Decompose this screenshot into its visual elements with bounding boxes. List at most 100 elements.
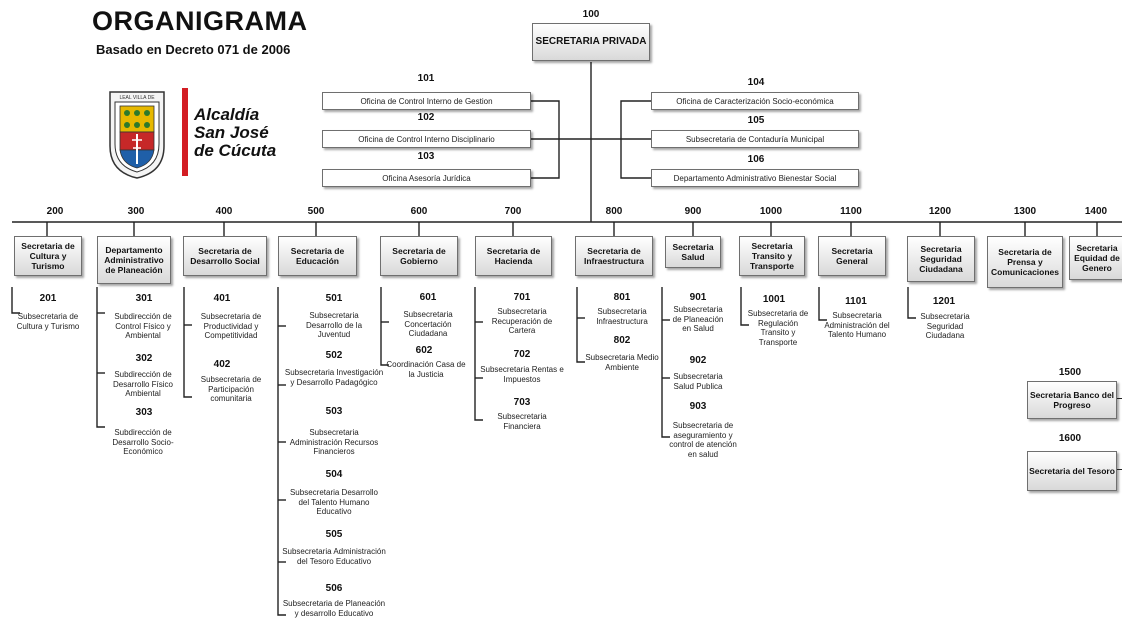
sub-code-701: 701 (513, 292, 531, 303)
office-code-105: 105 (747, 115, 765, 126)
root-box-secretaria-privada: SECRETARIA PRIVADA (532, 23, 650, 61)
sub-name-702: Subsecretaria Rentas e Impuestos (480, 365, 564, 384)
dept-code-1400: 1400 (1084, 206, 1108, 217)
sub-name-802: Subsecretaria Medio Ambiente (585, 353, 659, 372)
sub-code-901: 901 (689, 292, 707, 303)
sub-code-505: 505 (325, 529, 343, 540)
logo-line-3: de Cúcuta (194, 141, 277, 160)
dept-code-700: 700 (504, 206, 522, 217)
dept-box-700: Secretaria de Hacienda (475, 236, 552, 276)
city-crest-logo: LEAL VILLA DE (109, 91, 165, 179)
sub-code-201: 201 (39, 293, 57, 304)
sub-name-505: Subsecretaria Administración del Tesoro … (282, 547, 386, 566)
dept-box-1500: Secretaria Banco del Progreso (1027, 381, 1117, 419)
sub-name-502: Subsecretaria Investigación y Desarrollo… (284, 368, 384, 387)
sub-code-502: 502 (325, 350, 343, 361)
sub-name-703: Subsecretaria Financiera (497, 412, 547, 431)
connector-1600 (1117, 469, 1122, 471)
svg-text:LEAL VILLA DE: LEAL VILLA DE (119, 95, 155, 101)
dept-box-400: Secretaria de Desarrollo Social (183, 236, 267, 276)
dept-code-900: 900 (684, 206, 702, 217)
dept-box-1200: Secretaria Seguridad Ciudadana (907, 236, 975, 282)
sub-code-401: 401 (213, 293, 231, 304)
dept-code-400: 400 (215, 206, 233, 217)
dept-code-300: 300 (127, 206, 145, 217)
dept-code-500: 500 (307, 206, 325, 217)
office-code-104: 104 (747, 77, 765, 88)
sub-name-1101: Subsecretaria Administración del Talento… (824, 311, 890, 339)
dept-code-1000: 1000 (759, 206, 783, 217)
sub-name-1001: Subsecretaria de Regulación Transito y T… (747, 309, 809, 347)
sub-code-1001: 1001 (762, 294, 786, 305)
sub-name-301: Subdirección de Control Físico y Ambient… (114, 312, 172, 340)
sub-code-902: 902 (689, 355, 707, 366)
sub-name-801: Subsecretaria Infraestructura (596, 307, 648, 326)
office-box-103: Oficina Asesoría Jurídica (322, 169, 531, 187)
office-code-101: 101 (417, 73, 435, 84)
sub-name-506: Subsecretaria de Planeación y desarrollo… (282, 599, 386, 618)
dept-box-1600: Secretaria del Tesoro (1027, 451, 1117, 491)
dept-box-600: Secretaria de Gobierno (380, 236, 458, 276)
sub-name-302: Subdirección de Desarrollo Físico Ambien… (112, 370, 173, 398)
dept-box-1100: Secretaria General (818, 236, 886, 276)
dept-box-300: Departamento Administrativo de Planeació… (97, 236, 171, 284)
sub-name-503: Subsecretaria Administración Recursos Fi… (289, 428, 379, 456)
sub-name-402: Subsecretaria de Participación comunitar… (200, 375, 262, 403)
sub-code-903: 903 (689, 401, 707, 412)
dept-code-1300: 1300 (1013, 206, 1037, 217)
sub-code-504: 504 (325, 469, 343, 480)
sub-name-1201: Subsecretaria Seguridad Ciudadana (920, 312, 970, 340)
dept-box-800: Secretaria de Infraestructura (575, 236, 653, 276)
sub-code-702: 702 (513, 349, 531, 360)
sub-code-1101: 1101 (845, 296, 867, 307)
sub-name-601: Subsecretaria Concertación Ciudadana (403, 310, 453, 338)
sub-code-1201: 1201 (932, 296, 956, 307)
office-box-104: Oficina de Caracterización Socio-económi… (651, 92, 859, 110)
sub-code-501: 501 (325, 293, 343, 304)
office-box-105: Subsecretaria de Contaduría Municipal (651, 130, 859, 148)
office-code-106: 106 (747, 154, 765, 165)
dept-box-1400: Secretaria Equidad de Genero (1069, 236, 1122, 280)
sub-code-601: 601 (419, 292, 437, 303)
chart-title: ORGANIGRAMA (92, 6, 308, 36)
sub-name-501: Subsecretaria Desarrollo de la Juventud (305, 311, 363, 339)
connector-1500 (1117, 398, 1122, 400)
sub-code-302: 302 (135, 353, 153, 364)
office-box-101: Oficina de Control Interno de Gestion (322, 92, 531, 110)
sub-name-701: Subsecretaria Recuperación de Cartera (491, 307, 553, 335)
dept-code-1100: 1100 (840, 206, 862, 217)
dept-box-1300: Secretaria de Prensa y Comunicaciones (987, 236, 1063, 288)
dept-box-1000: Secretaria Transito y Transporte (739, 236, 805, 276)
dept-code-1600: 1600 (1058, 433, 1082, 444)
sub-code-801: 801 (613, 292, 631, 303)
sub-code-506: 506 (325, 583, 343, 594)
dept-box-200: Secretaria de Cultura y Turismo (14, 236, 82, 276)
sub-name-902: Subsecretaria Salud Publica (673, 372, 723, 391)
sub-name-903: Subsecretaria de aseguramiento y control… (669, 421, 737, 459)
sub-code-503: 503 (325, 406, 343, 417)
dept-code-800: 800 (605, 206, 623, 217)
office-code-103: 103 (417, 151, 435, 162)
root-code: 100 (582, 9, 600, 20)
office-code-102: 102 (417, 112, 435, 123)
sub-name-602: Coordinación Casa de la Justicia (386, 360, 466, 379)
dept-code-600: 600 (410, 206, 428, 217)
sub-code-802: 802 (613, 335, 631, 346)
sub-code-602: 602 (415, 345, 433, 356)
dept-box-900: Secretaria Salud (665, 236, 721, 268)
sub-name-504: Subsecretaria Desarrollo del Talento Hum… (289, 488, 379, 516)
logo-red-bar (182, 88, 188, 176)
sub-name-303: Subdirección de Desarrollo Socio-Económi… (112, 428, 174, 456)
sub-name-201: Subsecretaria de Cultura y Turismo (16, 312, 80, 331)
sub-name-901: Subsecretaria de Planeación en Salud (672, 305, 724, 333)
sub-code-703: 703 (513, 397, 531, 408)
dept-code-200: 200 (46, 206, 64, 217)
chart-subtitle: Basado en Decreto 071 de 2006 (96, 42, 291, 57)
office-box-102: Oficina de Control Interno Disciplinario (322, 130, 531, 148)
dept-code-1200: 1200 (928, 206, 952, 217)
dept-code-1500: 1500 (1058, 367, 1082, 378)
sub-code-301: 301 (135, 293, 153, 304)
dept-box-500: Secretaria de Educación (278, 236, 357, 276)
logo-line-1: Alcaldía (194, 105, 260, 124)
